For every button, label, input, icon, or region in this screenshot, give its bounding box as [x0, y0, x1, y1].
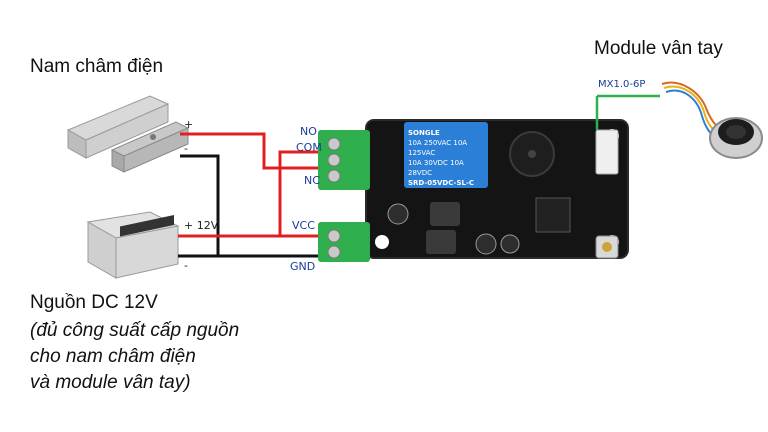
- relay-model: SRD-05VDC-SL-C: [408, 179, 474, 187]
- fingerprint-module-image: [661, 81, 763, 159]
- power-note-line-3: và module vân tay): [30, 372, 191, 393]
- relay-rating-2: 10A 30VDC 10A 28VDC: [408, 159, 464, 177]
- power-note-line-2: cho nam châm điện: [30, 346, 196, 367]
- power-supply-image: [86, 211, 180, 279]
- pin-no-label: NO: [300, 125, 317, 138]
- relay-brand: SONGLE: [408, 129, 440, 137]
- red-wire-psu-plus: [178, 150, 318, 238]
- pin-vcc-label: VCC: [292, 219, 315, 232]
- electromagnet-lock-image: [66, 95, 190, 173]
- connector-label: MX1.0-6P: [598, 79, 646, 90]
- pin-com-label: COM: [296, 141, 322, 154]
- relay: [404, 122, 488, 188]
- fingerprint-module-title: Module vân tay: [594, 38, 723, 59]
- pin-gnd-label: GND: [290, 260, 316, 273]
- controller-board: [318, 119, 629, 262]
- psu-minus-label: -: [184, 259, 188, 272]
- red-wire-magnet-plus: [180, 132, 318, 170]
- magnet-plus-label: +: [184, 118, 194, 131]
- power-supply-title: Nguồn DC 12V: [30, 292, 158, 313]
- terminal-block-top: [318, 130, 370, 190]
- green-wire-connector: [595, 94, 660, 130]
- psu-plus-label: + 12V: [184, 219, 219, 232]
- terminal-block-bottom: [318, 222, 370, 262]
- magnet-minus-label: -: [184, 142, 188, 155]
- power-note-line-1: (đủ công suất cấp nguồn: [30, 320, 240, 341]
- magnet-title: Nam châm điện: [30, 56, 164, 77]
- pin-nc-label: NC: [304, 174, 320, 187]
- black-wire-magnet-minus: [180, 154, 318, 258]
- relay-rating-1: 10A 250VAC 10A 125VAC: [408, 139, 468, 157]
